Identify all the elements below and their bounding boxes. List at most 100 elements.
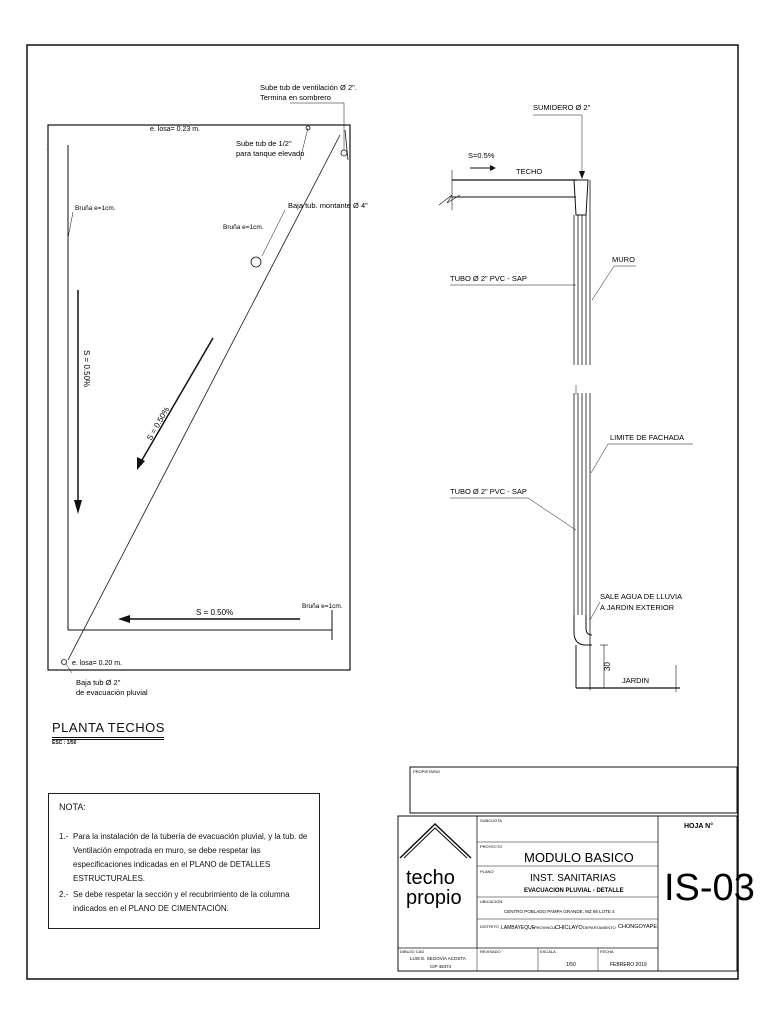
note-text: Se debe respetar la sección y el recubri… — [73, 890, 290, 913]
muro-label: MURO — [612, 255, 635, 264]
vent-label-1: Sube tub de ventilación Ø 2". — [260, 83, 357, 92]
provincia-value: CHICLAYO — [555, 925, 583, 931]
techo-label: TECHO — [516, 167, 542, 176]
plan-scale: ESC : 1/50 — [52, 740, 77, 746]
note-number: 2.- — [59, 890, 69, 899]
bruna-a-leader — [67, 211, 74, 239]
pluvial-detail: SUMIDERO Ø 2" S=0.5% TECHO MURO TUBO Ø 2… — [438, 103, 693, 692]
logo-text-1: techo — [406, 867, 455, 889]
montante-label: Baja tub. montante Ø 4" — [288, 201, 368, 210]
distrito-label: DISTRITO — [480, 924, 499, 929]
escala-value: 1/50 — [566, 962, 576, 968]
escala-label: ESCALA — [540, 949, 556, 954]
dibujo-value-2: CIP 48474 — [430, 964, 452, 969]
pipe-lower — [573, 393, 591, 690]
edge-bottom-label: e. losa= 0.20 m. — [72, 660, 122, 667]
dim-label: 30 — [603, 662, 612, 671]
slope-arrow-bottom-head — [118, 615, 130, 623]
note-item: 1.- Para la instalación de la tubería de… — [59, 830, 309, 886]
plano-value-2: EVACUACION PLUVIAL - DETALLE — [524, 888, 624, 894]
logo-roof-inner-icon — [403, 827, 468, 859]
plan-title-underline — [52, 737, 164, 738]
tank-label-1: Sube tub de 1/2" — [236, 139, 292, 148]
proyecto-label: PROYECTO — [480, 844, 502, 849]
sale-label-1: SALE AGUA DE LLUVIA — [600, 592, 682, 601]
pipe-upper — [573, 180, 591, 365]
sumidero-leader-head — [579, 171, 585, 179]
detail-slope-label: S=0.5% — [468, 151, 495, 160]
main-title-frame — [397, 815, 738, 972]
slope-left-label: S = 0.50% — [82, 350, 91, 387]
slope-arrow-diag — [141, 337, 214, 461]
fecha-value: FEBRERO 2019 — [610, 962, 647, 968]
provincia-label: PROVINCIA — [534, 925, 556, 930]
fecha-label: FECHA — [600, 949, 614, 954]
limite-label: LIMITE DE FACHADA — [610, 433, 684, 442]
slope-arrow-left-head — [74, 500, 82, 514]
slope-diag-label: S = 0.50% — [145, 405, 171, 442]
pluvial-label-1: Baja tub Ø 2" — [76, 678, 121, 687]
bruna-c-label: Bruña e=1cm. — [302, 603, 343, 610]
drain-funnel-icon — [573, 179, 589, 216]
techo-propio-logo: techo propio — [399, 822, 472, 909]
tubo-bottom-label: TUBO Ø 2" PVC - SAP — [450, 487, 527, 496]
plano-label: PLANO — [480, 869, 494, 874]
sumidero-label: SUMIDERO Ø 2" — [533, 103, 591, 112]
ubicacion-label: UBICACION — [480, 899, 502, 904]
tubo-top-label: TUBO Ø 2" PVC - SAP — [450, 274, 527, 283]
tank-leader — [299, 127, 309, 161]
limite-leader — [590, 443, 609, 474]
vent-pipe-icon — [340, 149, 348, 157]
ubicacion-value: CENTRO POBLADO PAMPA GRANDE, MZ 66 LOTE … — [504, 909, 615, 914]
pipe-elbow-outer — [573, 615, 592, 646]
bruna-a-label: Bruña e=1cm. — [75, 205, 116, 212]
pluvial-label-2: de evacuación pluvial — [76, 688, 148, 697]
note-number: 1.- — [59, 832, 69, 841]
corner-line — [344, 129, 349, 161]
departamento-value: CHONGOYAPE — [618, 924, 657, 930]
notes-title: NOTA: — [59, 802, 86, 812]
dibujo-label: DIBUJO CAD — [400, 949, 424, 954]
pipe-elbow-inner — [585, 615, 593, 636]
sale-leader — [589, 601, 601, 621]
note-text: Para la instalación de la tubería de eva… — [73, 832, 308, 883]
logo-text-2: propio — [406, 887, 462, 909]
proyecto-value: MODULO BASICO — [524, 850, 634, 865]
slope-arrow-diag-head — [137, 457, 145, 470]
roof-outline — [47, 124, 351, 671]
propietario-label: PROPIETARIO — [413, 769, 440, 774]
roof-plan: Sube tub de ventilación Ø 2". Termina en… — [46, 83, 368, 697]
edge-top-label: e. losa= 0.23 m. — [150, 126, 200, 133]
downpipe-icon — [250, 256, 262, 268]
logo-roof-icon — [399, 822, 472, 859]
detail-slope-arrow-head — [490, 165, 496, 171]
corner-dot: . — [46, 146, 47, 151]
break-symbol — [438, 194, 461, 206]
departamento-label: DEPARTAMENTO — [583, 925, 616, 930]
sheet-frame — [26, 44, 739, 980]
propietario-cell — [409, 766, 738, 814]
plano-value-1: INST. SANITARIAS — [530, 873, 616, 884]
slope-bottom-label: S = 0.50% — [196, 608, 233, 617]
hoja-value: IS-03 — [664, 867, 755, 909]
tank-pipe-icon — [305, 125, 311, 131]
jardin-label: JARDIN — [622, 676, 649, 685]
dibujo-value-1: LUIS E. SEGOVIA ACOSTA — [410, 956, 466, 961]
tank-label-2: para tanque elevado — [236, 149, 304, 158]
bruna-b-label: Bruña e=1cm. — [223, 224, 264, 231]
pluvial-pipe-icon — [61, 659, 67, 665]
montante-leader — [261, 209, 286, 257]
plan-title-underline-2 — [52, 739, 164, 740]
hoja-label: HOJA N° — [684, 822, 713, 830]
revisado-label: REVISADO — [480, 949, 501, 954]
distrito-value: LAMBAYEQUE — [501, 925, 536, 931]
tubo-bottom-leader — [527, 497, 577, 531]
note-item: 2.- Se debe respetar la sección y el rec… — [59, 888, 309, 916]
plan-title: PLANTA TECHOS — [52, 720, 165, 735]
muro-leader — [591, 265, 615, 301]
pluvial-leader — [65, 663, 73, 674]
vent-label-2: Termina en sombrero — [260, 93, 331, 102]
valley-line — [67, 134, 341, 661]
title-block: PROPIETARIO techo propio SUBCUOTA PROYEC… — [397, 766, 755, 972]
